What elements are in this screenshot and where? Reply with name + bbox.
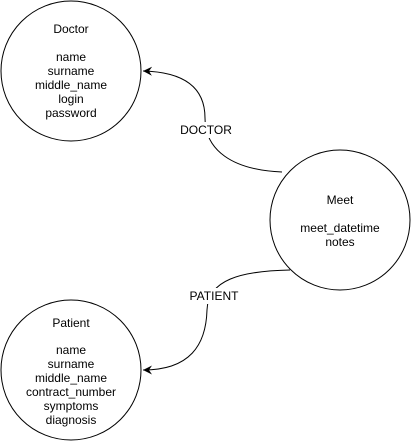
node-doctor-field: login [58,92,83,106]
node-doctor-field: surname [48,64,95,78]
edge-meet-to-doctor: DOCTOR [142,66,283,173]
node-patient-field: name [56,343,86,357]
node-patient-field: symptoms [44,399,99,413]
node-doctor-title: Doctor [53,22,88,36]
node-patient-title: Patient [52,316,90,330]
node-doctor-field: name [56,50,86,64]
node-meet-circle [269,149,411,291]
node-patient-field: surname [48,357,95,371]
node-patient-field: diagnosis [46,413,97,427]
edge-patient-label: PATIENT [190,289,240,303]
edge-patient-label-bg [188,288,240,304]
node-patient-circle [0,299,142,441]
node-meet-field: notes [325,235,354,249]
node-doctor-field: password [45,106,96,120]
edge-meet-to-patient: PATIENT [142,269,291,375]
node-patient-field: middle_name [35,371,107,385]
node-meet[interactable]: Meet meet_datetime notes [269,149,411,291]
node-patient-field: contract_number [26,385,116,399]
edge-patient-line [142,269,291,375]
node-meet-title: Meet [327,193,354,207]
node-doctor[interactable]: Doctor name surname middle_name login pa… [0,0,142,142]
node-doctor-circle [0,0,142,142]
node-doctor-field: middle_name [35,78,107,92]
edge-doctor-label: DOCTOR [180,123,232,137]
node-meet-field: meet_datetime [300,221,380,235]
edge-doctor-line [142,66,283,173]
node-patient[interactable]: Patient name surname middle_name contrac… [0,299,142,441]
edge-doctor-label-bg [179,122,233,138]
